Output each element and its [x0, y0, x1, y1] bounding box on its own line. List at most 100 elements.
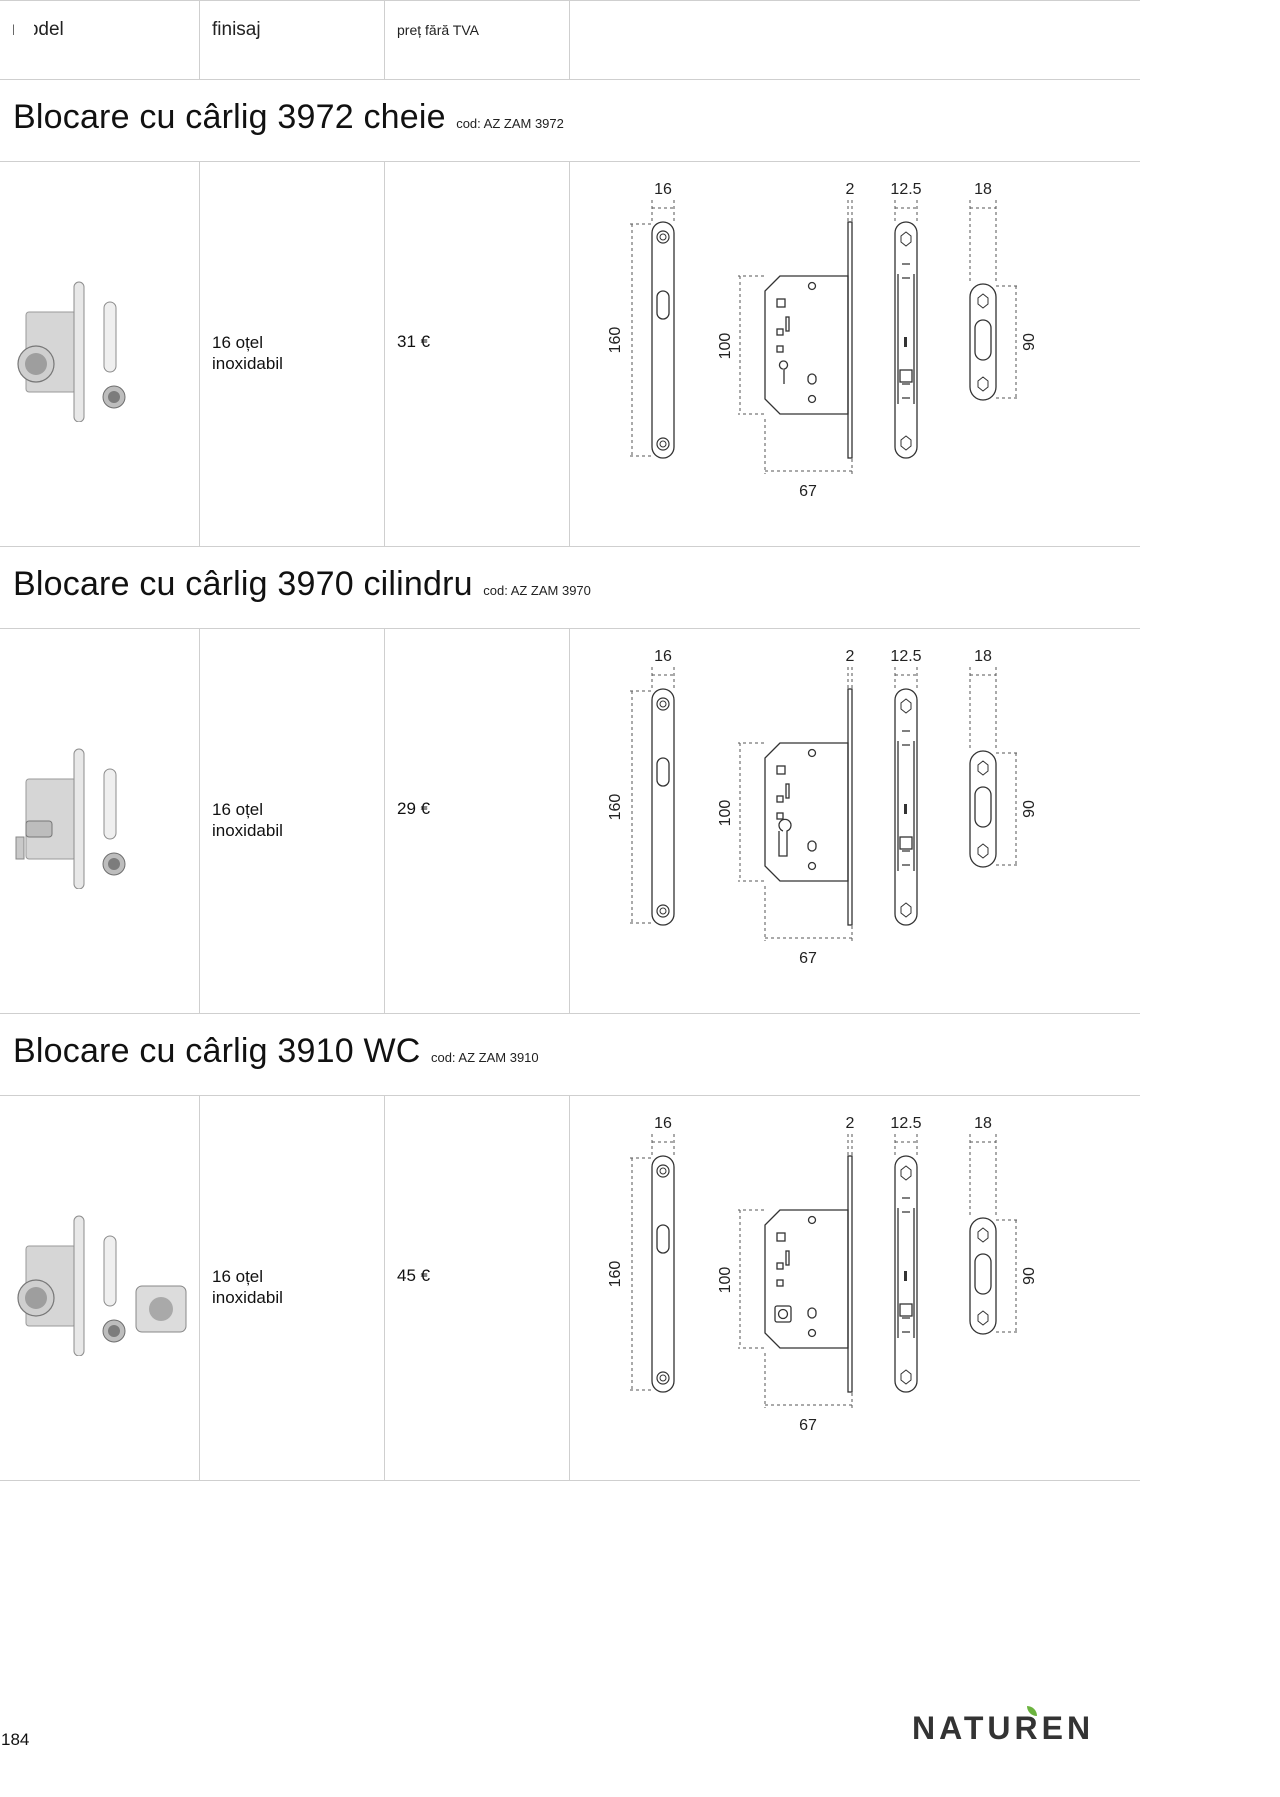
table-header: model finisaj preț fără TVA — [0, 0, 1140, 80]
product-photo — [17, 1215, 187, 1356]
faceplate-outline — [651, 688, 675, 926]
faceplate-outline — [651, 221, 675, 459]
strike-plate-outline — [894, 221, 918, 459]
dimension-line — [651, 200, 675, 222]
dimension-label: 67 — [799, 1417, 817, 1434]
lock-detail — [807, 281, 817, 291]
dimension-label: 12.5 — [890, 181, 921, 198]
dimension-label: 90 — [1021, 1267, 1038, 1285]
hex-screw-icon — [977, 293, 989, 309]
dimension-line — [894, 200, 918, 222]
product-title: Blocare cu cârlig 3972 cheie — [13, 98, 446, 136]
lock-detail — [785, 316, 790, 332]
column-divider — [199, 162, 200, 546]
hex-screw-icon — [900, 1369, 912, 1385]
lock-detail — [776, 345, 784, 353]
lock-detail — [807, 1307, 817, 1319]
product-code: cod: AZ ZAM 3910 — [430, 1050, 539, 1065]
strike-plate-detail — [904, 804, 907, 814]
screw-hole — [659, 1374, 667, 1382]
dimension-label: 18 — [974, 1115, 992, 1132]
lock-detail — [776, 1279, 784, 1287]
keeper-slot — [974, 319, 992, 361]
finish-line: inoxidabil — [212, 1288, 283, 1307]
screw-hole — [659, 440, 667, 448]
dimension-label: 90 — [1021, 800, 1038, 818]
dimension-line — [847, 667, 853, 689]
page-number: 184 — [1, 1730, 30, 1749]
hex-screw-icon — [977, 1310, 989, 1326]
dimension-line — [651, 1134, 675, 1156]
faceplate-photo — [73, 281, 85, 422]
screw-hole — [656, 437, 670, 451]
dimension-label: 12.5 — [890, 648, 921, 665]
strike-plate-outline — [894, 1155, 918, 1393]
dimension-line — [630, 690, 652, 924]
column-divider — [384, 1, 385, 79]
lock-detail — [807, 394, 817, 404]
dimension-label: 160 — [607, 794, 624, 821]
dimension-line — [651, 667, 675, 689]
dimension-line — [630, 1157, 652, 1391]
screw-hole — [656, 1164, 670, 1178]
dimension-label: 16 — [654, 648, 672, 665]
column-divider — [199, 629, 200, 1013]
dimension-label: 67 — [799, 483, 817, 500]
dimension-line — [738, 275, 764, 415]
lock-detail — [776, 328, 784, 336]
product-code: cod: AZ ZAM 3970 — [483, 583, 591, 598]
finish-line: 16 oțel — [212, 333, 264, 352]
keyhole-icon — [778, 360, 789, 384]
strike-plate-detail — [899, 369, 913, 383]
finish-line: inoxidabil — [212, 354, 283, 373]
hex-screw-icon — [900, 902, 912, 918]
dimension-line — [630, 223, 652, 457]
brand-wordmark: NATUREN — [912, 1710, 1095, 1746]
dimension-label: 100 — [717, 800, 734, 827]
dimension-label: 18 — [974, 648, 992, 665]
dimension-label: 2 — [846, 1115, 855, 1132]
screw-hole — [656, 904, 670, 918]
product-section: Blocare cu cârlig 3972 cheie cod: AZ ZAM… — [0, 78, 1140, 547]
cylinder-hole-icon — [778, 818, 792, 857]
dimension-line — [996, 1219, 1018, 1333]
dimension-line — [764, 886, 853, 941]
product-photo — [15, 748, 126, 889]
cutout-box — [14, 16, 34, 36]
dimension-line — [738, 742, 764, 882]
dimension-label: 2 — [846, 181, 855, 198]
wc-rose-photo — [149, 1297, 173, 1321]
product-heading: Blocare cu cârlig 3910 WC cod: AZ ZAM 39… — [13, 1032, 539, 1071]
finish-line: 16 oțel — [212, 800, 264, 819]
lock-detail — [807, 840, 817, 852]
keeper-slot — [974, 1253, 992, 1295]
finish-line: inoxidabil — [212, 821, 283, 840]
lock-detail — [785, 783, 790, 799]
product-code: cod: AZ ZAM 3972 — [456, 116, 564, 131]
strike-plate-detail — [897, 730, 915, 871]
hex-screw-icon — [977, 376, 989, 392]
dimension-line — [894, 667, 918, 689]
finish-text: 16 oțel inoxidabil — [212, 332, 283, 374]
price-text: 31 € — [397, 332, 431, 351]
lock-detail — [776, 298, 786, 308]
dimension-label: 100 — [717, 333, 734, 360]
product-section: Blocare cu cârlig 3910 WC cod: AZ ZAM 39… — [0, 1012, 1140, 1481]
lock-detail — [807, 373, 817, 385]
dimension-label: 100 — [717, 1267, 734, 1294]
dimension-line — [847, 200, 853, 222]
knob-photo — [108, 1325, 120, 1337]
faceplate-slot — [656, 1224, 670, 1254]
dimension-line — [969, 667, 997, 751]
lock-detail — [776, 1232, 786, 1242]
strike-plate-detail — [904, 337, 907, 347]
product-title: Blocare cu cârlig 3910 WC — [13, 1032, 421, 1070]
finish-text: 16 oțel inoxidabil — [212, 799, 283, 841]
column-divider — [569, 629, 570, 1013]
brand-logo: NATUREN — [912, 1706, 1122, 1750]
dimension-label: 2 — [846, 648, 855, 665]
keeper-plate-outline — [969, 283, 997, 401]
key-photo — [15, 836, 25, 860]
